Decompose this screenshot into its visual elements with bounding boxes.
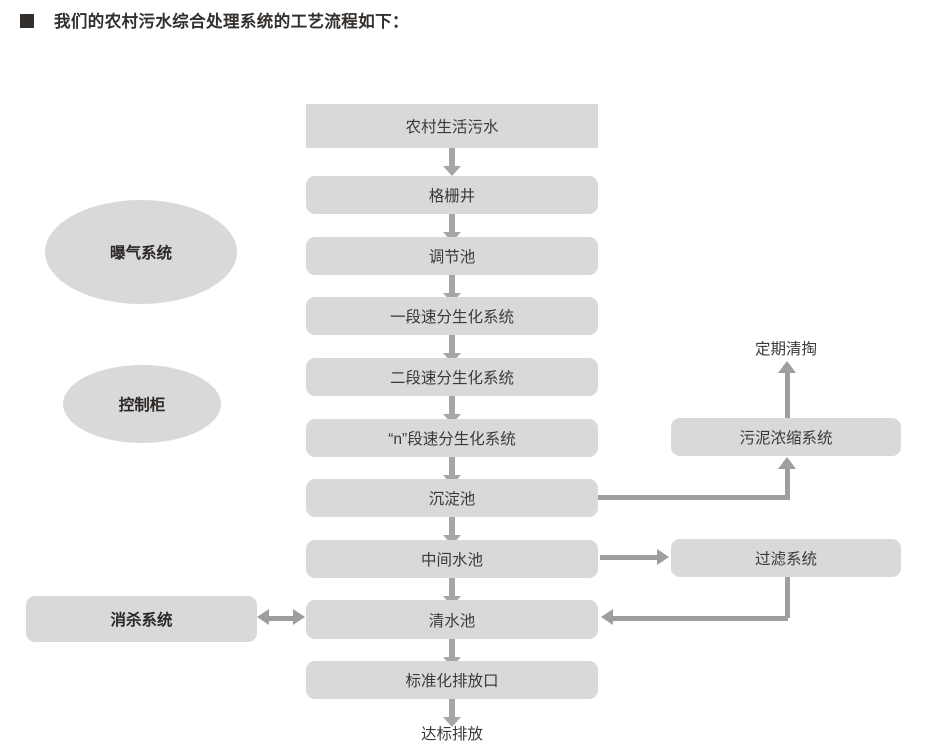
flow-node-grille-label: 格栅井 [428,188,476,205]
module-aeration-system-label: 曝气系统 [109,245,172,262]
flow-node-clearwater[interactable]: 清水池 [306,600,598,639]
flow-node-outlet-label: 标准化排放口 [405,673,499,690]
arrowhead-up-to-sludge-system [778,457,796,469]
label-periodic-desludging: 定期清掏 [754,341,817,358]
arrowhead-left-to-disinfection-system [257,609,269,625]
arrowhead-left-to-clearwater-pool [601,609,613,625]
module-sludge-thickening-system[interactable]: 污泥浓缩系统 [671,418,901,456]
connector-filtration-to-clearwater-horizontal [613,616,788,621]
flow-node-inlet[interactable]: 农村生活污水 [306,104,598,148]
arrow-inlet-to-grille [443,148,461,176]
page-header: 我们的农村污水综合处理系统的工艺流程如下： [0,0,926,46]
flow-node-inlet-label: 农村生活污水 [405,119,499,136]
module-control-cabinet[interactable]: 控制柜 [63,365,221,443]
arrowhead-up-to-desludging-label [778,361,796,373]
flow-node-bio-stage-2[interactable]: 二段速分生化系统 [306,358,598,396]
connector-sedimentation-to-sludge-vertical [785,468,790,498]
flow-node-intermediate-label: 中间水池 [420,552,483,569]
module-filtration-system[interactable]: 过滤系统 [671,539,901,577]
connector-sludge-to-desludging-vertical [785,372,790,420]
flow-node-grille[interactable]: 格栅井 [306,176,598,214]
arrowhead-right-to-filtration-system [657,549,669,565]
flow-node-equalization[interactable]: 调节池 [306,237,598,275]
page-title: 我们的农村污水综合处理系统的工艺流程如下： [54,13,409,31]
module-control-cabinet-label: 控制柜 [118,397,166,414]
flow-node-outlet[interactable]: 标准化排放口 [306,661,598,699]
square-bullet-icon [20,14,34,28]
flow-node-bio-stage-n-label: “n”段速分生化系统 [388,431,516,448]
flow-node-bio-stage-1-label: 一段速分生化系统 [389,309,514,326]
module-sludge-thickening-system-label: 污泥浓缩系统 [739,430,833,447]
flow-node-bio-stage-1[interactable]: 一段速分生化系统 [306,297,598,335]
flow-node-bio-stage-2-label: 二段速分生化系统 [389,370,514,387]
flow-node-sedimentation-label: 沉淀池 [428,491,476,508]
flow-node-equalization-label: 调节池 [428,249,476,266]
arrowhead-right-to-clearwater-pool [293,609,305,625]
connector-filtration-to-clearwater-vertical [785,576,790,618]
flow-node-bio-stage-n[interactable]: “n”段速分生化系统 [306,419,598,457]
module-disinfection-system[interactable]: 消杀系统 [26,596,257,642]
connector-intermediate-to-filtration-horizontal [600,555,658,560]
module-disinfection-system-label: 消杀系统 [110,612,173,629]
flow-node-clearwater-label: 清水池 [428,612,476,630]
flow-node-sedimentation[interactable]: 沉淀池 [306,479,598,517]
connector-disinfection-clearwater-horizontal [267,616,297,621]
connector-sedimentation-to-sludge-horizontal [598,495,790,500]
module-aeration-system[interactable]: 曝气系统 [45,200,237,304]
flow-node-intermediate[interactable]: 中间水池 [306,540,598,578]
module-filtration-system-label: 过滤系统 [754,551,817,568]
flow-terminal-label: 达标排放 [420,726,483,743]
